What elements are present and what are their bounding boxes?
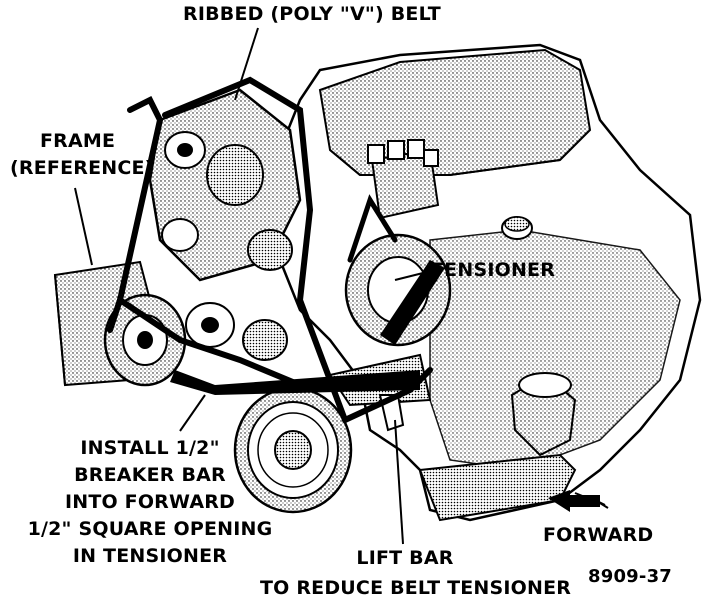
install-label-line1: INSTALL 1/2" bbox=[80, 437, 220, 459]
leader-lines bbox=[74, 27, 609, 545]
install-label-line4: 1/2" SQUARE OPENING bbox=[27, 518, 273, 540]
alternator bbox=[148, 88, 302, 282]
forward-arrow-icon bbox=[548, 490, 600, 512]
frame-label-line1: FRAME bbox=[40, 130, 116, 152]
lift-bar-label-line2: TO REDUCE BELT TENSIONER bbox=[260, 577, 572, 599]
distributor bbox=[367, 139, 440, 220]
belt-label: RIBBED (POLY "V") BELT bbox=[183, 3, 441, 25]
oil-filter bbox=[510, 372, 577, 457]
install-label-line5: IN TENSIONER bbox=[72, 545, 228, 567]
frame-label-line2: (REFERENCE) bbox=[10, 157, 154, 179]
tensioner-label: TENSIONER bbox=[431, 259, 556, 281]
lift-bar-label-line1: LIFT BAR bbox=[356, 547, 454, 569]
forward-label: FORWARD bbox=[543, 524, 654, 546]
idler-pulley bbox=[185, 302, 288, 361]
install-label-line3: INTO FORWARD bbox=[64, 491, 236, 513]
install-label-line2: BREAKER BAR bbox=[74, 464, 226, 486]
ribbed-belt bbox=[107, 76, 433, 423]
crankshaft-pulley bbox=[233, 386, 353, 514]
breaker-bar bbox=[170, 260, 445, 395]
figure-number: 8909-37 bbox=[588, 566, 673, 587]
